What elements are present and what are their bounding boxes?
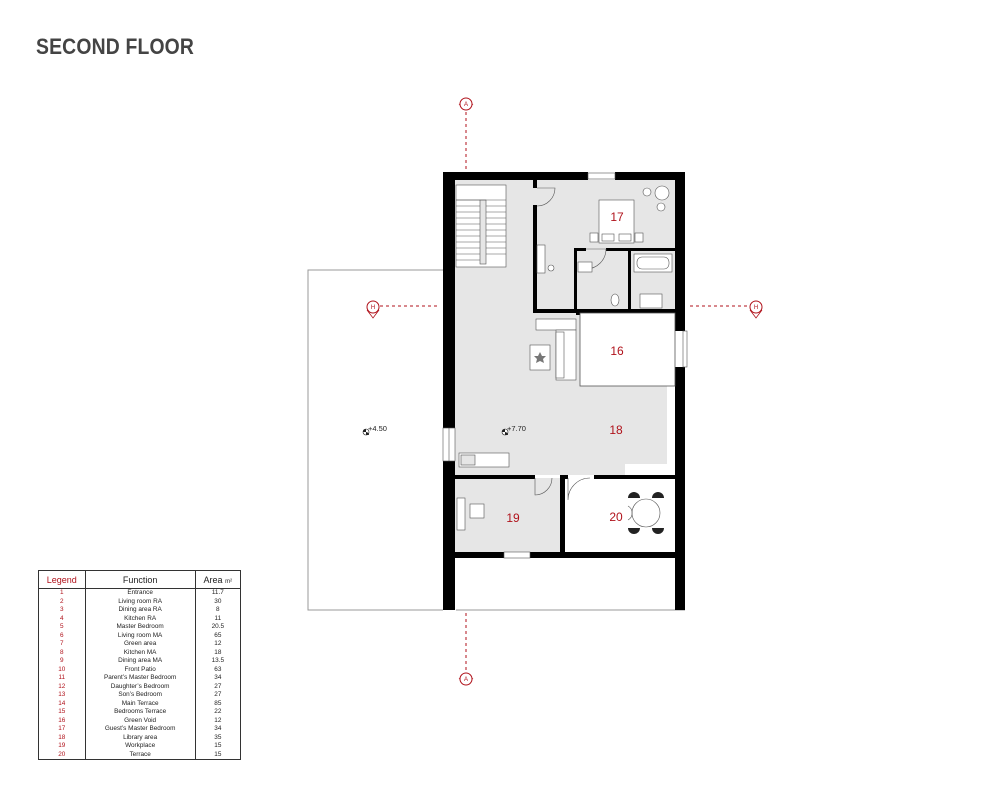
room-19-label: 19 (506, 511, 520, 525)
legend-header-row: Legend Function Area m² (38, 570, 242, 589)
exterior-walls (443, 172, 685, 610)
svg-text:+7.70: +7.70 (507, 424, 526, 433)
svg-text:A: A (464, 102, 468, 108)
legend-header-area: Area m² (194, 570, 242, 589)
staircase (455, 184, 507, 268)
section-marker-a-top: A (458, 97, 474, 111)
library-furniture (458, 318, 577, 468)
bedroom-furniture (589, 185, 670, 244)
room-17-label: 17 (610, 210, 624, 224)
room-16-label: 16 (610, 344, 624, 358)
roof-outline (307, 269, 685, 611)
svg-text:+4.50: +4.50 (368, 424, 387, 433)
green-void-outline (442, 172, 688, 559)
page-title: SECOND FLOOR (36, 34, 195, 59)
interior-walls (455, 180, 675, 552)
svg-text:H: H (754, 305, 758, 311)
section-marker-h-right: H (749, 300, 763, 319)
terrace-table (627, 492, 664, 534)
legend-header-number: Legend (38, 570, 86, 589)
section-marker-a-bottom: A (458, 672, 474, 686)
legend-header-function: Function (84, 570, 196, 589)
level-marker-roof: +4.50 (362, 424, 387, 436)
svg-text:H: H (371, 305, 375, 311)
bathroom-fixtures (536, 244, 673, 309)
section-lines (380, 112, 748, 672)
room-18-label: 18 (609, 423, 623, 437)
section-marker-h-left: H (366, 300, 380, 319)
workplace-furniture (456, 497, 485, 531)
room-20-label: 20 (609, 510, 623, 524)
level-marker-floor: +7.70 (501, 424, 526, 436)
svg-text:A: A (464, 677, 468, 683)
